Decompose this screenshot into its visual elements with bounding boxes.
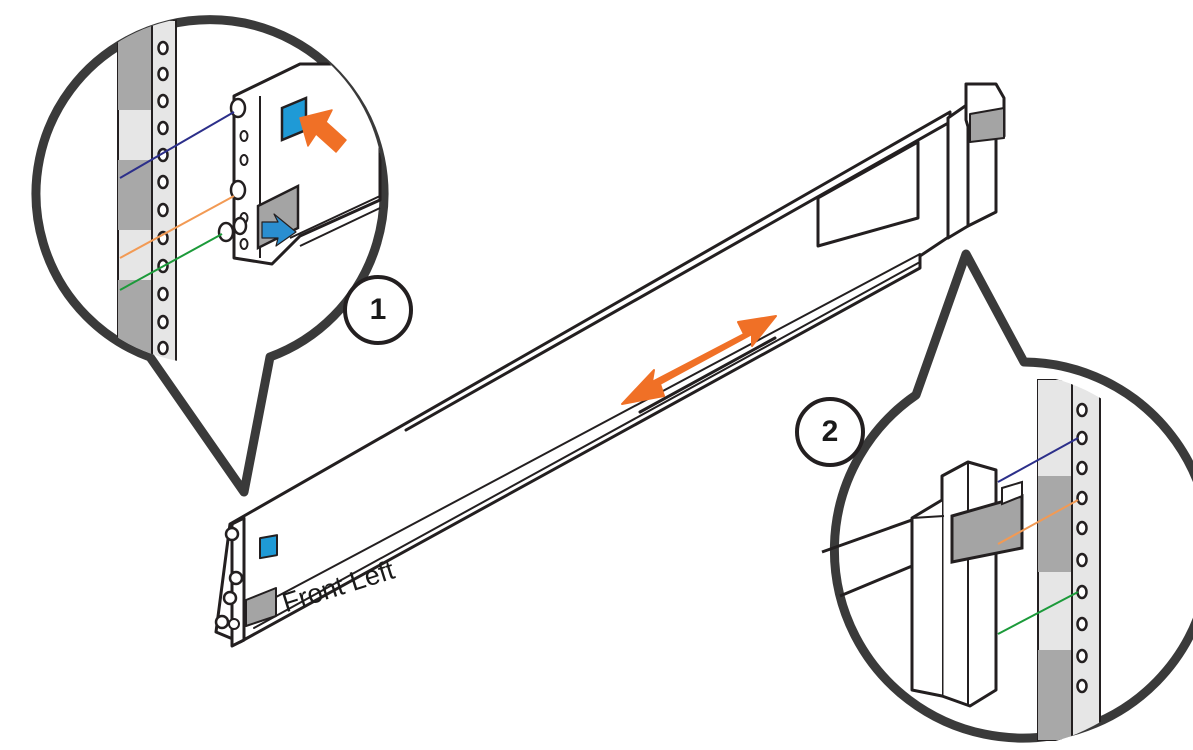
double-headed-arrow-icon (621, 315, 777, 405)
callout-2-guide-green (997, 591, 1079, 635)
callout-2-latch (950, 494, 1024, 564)
callout-2-rack-post-shade-a (1038, 380, 1072, 476)
push-arrow-icon (299, 109, 347, 153)
front-pin-low (222, 590, 238, 606)
callout-2-rack-holes (1076, 402, 1088, 694)
front-release-tab (245, 587, 277, 627)
callout-2-number: 2 (821, 415, 839, 448)
rear-slide-bracket (816, 140, 920, 248)
front-pin-middle (228, 570, 244, 586)
callout-1-guide-green (119, 233, 223, 291)
callout-2-number-badge (795, 397, 865, 467)
callout-2-rack-post-shade-b (1038, 476, 1072, 572)
callout-1-rail-lip (289, 195, 381, 247)
rail-bottom-flange (247, 253, 921, 613)
rail-assembly (214, 82, 1006, 648)
callout-1-number: 1 (369, 293, 387, 326)
rail-bottom-flange-inner (253, 261, 921, 629)
front-latch-button (259, 534, 278, 560)
callout-1-rack-post-shade-a (118, 20, 152, 110)
front-pin-bottom-2 (228, 618, 240, 630)
callout-1-guide-orange (119, 195, 235, 259)
callout-1-pins (217, 97, 248, 243)
front-pin-top (224, 526, 240, 542)
callout-2-guide-orange (997, 499, 1079, 545)
callout-2-guide-navy (997, 437, 1079, 483)
rear-end-latch (969, 107, 1005, 143)
rail-inner-channel (638, 336, 777, 414)
callout-1-guide-navy (119, 111, 235, 179)
release-arrow-icon (261, 213, 297, 247)
callout-2-rack-post-shade-c (1038, 650, 1072, 740)
rear-end-bracket (946, 102, 970, 240)
front-pin-bottom (214, 614, 230, 630)
callout-1-number-badge (343, 275, 413, 345)
callout-2-bubble (821, 249, 1193, 743)
callout-1-rack-post-shade-b (118, 160, 152, 230)
callout-1-bubble (31, 15, 389, 497)
